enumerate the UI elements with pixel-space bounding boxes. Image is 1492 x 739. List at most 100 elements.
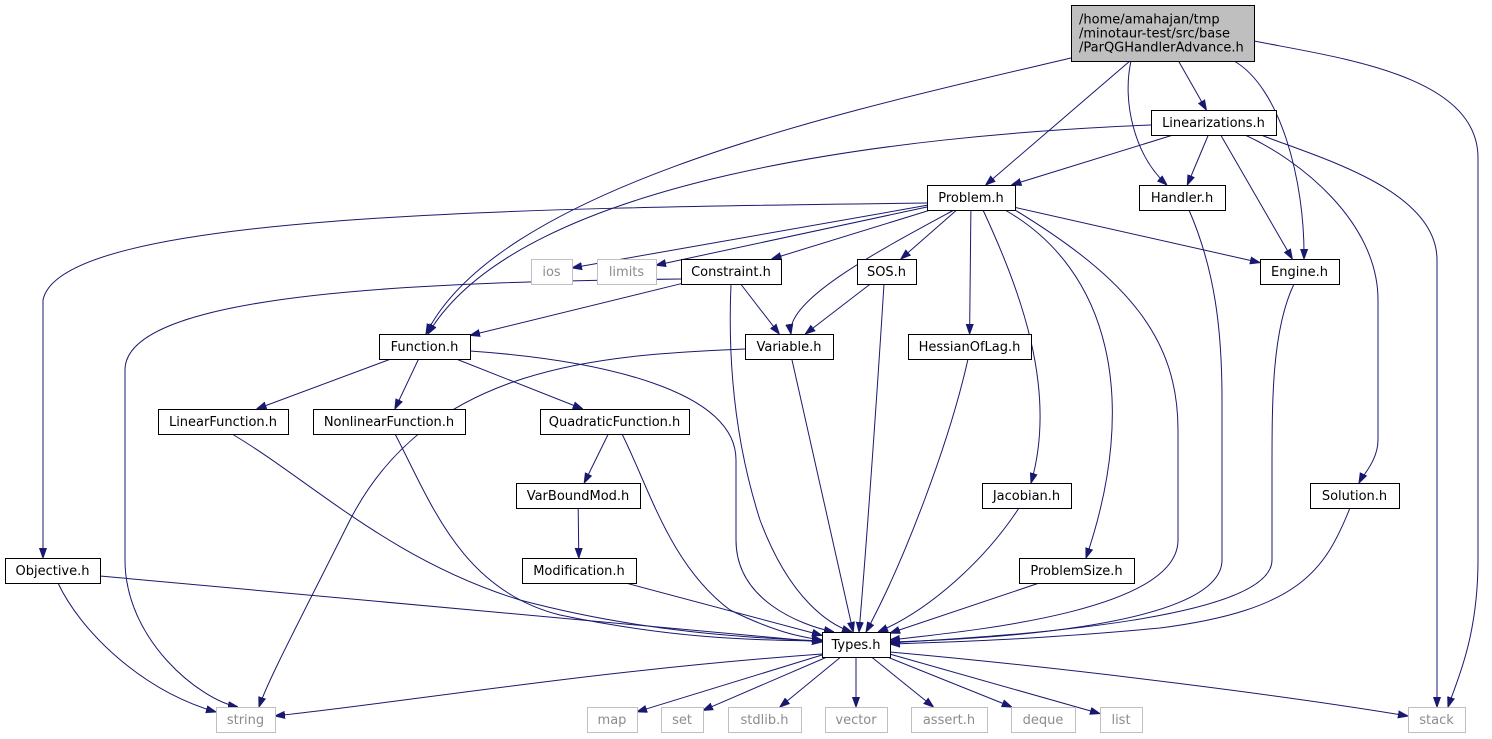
edge-function-to-types	[469, 350, 834, 632]
node-function[interactable]: Function.h	[379, 334, 471, 360]
edge-handler-to-types	[890, 209, 1223, 642]
node-box-limits	[597, 259, 657, 285]
edge-problem-to-variable	[791, 209, 955, 334]
node-label-quadraticfn: QuadraticFunction.h	[549, 415, 681, 430]
node-label-root-line-1: /minotaur-test/src/base	[1079, 27, 1230, 42]
edges-layer	[43, 40, 1479, 716]
node-label-vector: vector	[835, 713, 877, 728]
node-box-assert	[911, 707, 988, 733]
node-label-types: Types.h	[830, 638, 880, 653]
edge-linearizations-to-handler	[1187, 134, 1209, 185]
node-modification[interactable]: Modification.h	[522, 558, 637, 584]
node-jacobian[interactable]: Jacobian.h	[982, 483, 1072, 509]
edge-function-to-quadraticfn	[456, 358, 583, 409]
node-box-modification	[522, 558, 637, 584]
node-stdlib: stdlib.h	[728, 707, 802, 733]
edge-root-to-problem	[986, 60, 1131, 185]
node-linearfn[interactable]: LinearFunction.h	[158, 409, 289, 435]
edge-root-to-handler	[1127, 60, 1167, 185]
edge-quadraticfn-to-varboundmod	[584, 433, 609, 483]
node-box-sos	[857, 259, 917, 285]
node-list: list	[1100, 707, 1143, 733]
node-box-engine	[1260, 259, 1340, 285]
node-box-deque	[1011, 707, 1076, 733]
node-engine[interactable]: Engine.h	[1260, 259, 1340, 285]
edge-problem-to-objective	[43, 202, 928, 558]
node-box-jacobian	[982, 483, 1072, 509]
node-limits: limits	[597, 259, 657, 285]
edge-linearizations-to-engine	[1220, 134, 1293, 259]
edge-function-to-nonlinearfn	[395, 358, 420, 409]
node-set: set	[661, 707, 704, 733]
node-nonlinearfn[interactable]: NonlinearFunction.h	[313, 409, 466, 435]
node-box-stdlib	[728, 707, 802, 733]
edge-types-to-deque	[887, 656, 1012, 707]
node-box-hessian	[908, 334, 1032, 360]
edge-root-to-function	[426, 57, 1072, 334]
edge-sos-to-variable	[805, 283, 871, 334]
node-label-varboundmod: VarBoundMod.h	[527, 489, 630, 504]
node-quadraticfn[interactable]: QuadraticFunction.h	[540, 409, 690, 435]
node-label-handler: Handler.h	[1151, 191, 1213, 206]
edge-root-to-linearizations	[1178, 60, 1207, 110]
edge-problem-to-hessian	[970, 209, 971, 334]
node-objective[interactable]: Objective.h	[5, 558, 101, 584]
node-string: string	[216, 707, 276, 733]
node-vector: vector	[825, 707, 888, 733]
edge-varboundmod-to-modification	[578, 507, 579, 558]
node-problemsize[interactable]: ProblemSize.h	[1019, 558, 1135, 584]
node-sos[interactable]: SOS.h	[857, 259, 917, 285]
node-box-ios	[531, 259, 573, 285]
node-variable[interactable]: Variable.h	[745, 334, 834, 360]
node-handler[interactable]: Handler.h	[1139, 185, 1226, 211]
edge-problem-to-sos	[901, 209, 958, 259]
nodes-layer: /home/amahajan/tmp/minotaur-test/src/bas…	[5, 5, 1466, 733]
node-box-solution	[1310, 483, 1400, 509]
node-box-map	[587, 707, 638, 733]
node-stack: stack	[1408, 707, 1466, 733]
node-box-objective	[5, 558, 101, 584]
edge-constraint-to-function	[470, 283, 682, 336]
node-assert: assert.h	[911, 707, 988, 733]
edge-sos-to-types	[859, 283, 885, 632]
edge-types-to-set	[703, 656, 828, 710]
node-problem[interactable]: Problem.h	[927, 185, 1016, 211]
edge-variable-to-types	[791, 358, 853, 632]
node-box-linearfn	[158, 409, 289, 435]
node-label-solution: Solution.h	[1322, 489, 1387, 504]
edge-linearizations-to-problem	[1011, 134, 1174, 185]
node-varboundmod[interactable]: VarBoundMod.h	[516, 483, 641, 509]
node-deque: deque	[1011, 707, 1076, 733]
edge-problemsize-to-types	[890, 582, 1040, 633]
node-label-limits: limits	[609, 265, 645, 280]
node-box-nonlinearfn	[313, 409, 466, 435]
edge-linearfn-to-types	[231, 433, 822, 641]
node-label-engine: Engine.h	[1271, 265, 1328, 280]
edge-root-to-stack	[1253, 40, 1479, 707]
edge-modification-to-types	[625, 582, 822, 635]
node-solution[interactable]: Solution.h	[1310, 483, 1400, 509]
node-label-list: list	[1111, 713, 1130, 728]
node-label-hessian: HessianOfLag.h	[919, 340, 1021, 355]
node-label-string: string	[227, 713, 264, 728]
node-label-constraint: Constraint.h	[691, 265, 771, 280]
edge-variable-to-string	[259, 348, 746, 707]
node-types[interactable]: Types.h	[822, 632, 891, 658]
node-hessian[interactable]: HessianOfLag.h	[908, 334, 1032, 360]
edge-types-to-stack	[889, 651, 1408, 716]
node-linearizations[interactable]: Linearizations.h	[1151, 110, 1277, 136]
node-box-stack	[1408, 707, 1466, 733]
node-constraint[interactable]: Constraint.h	[681, 259, 782, 285]
edge-problem-to-limits	[656, 206, 928, 265]
node-box-constraint	[681, 259, 782, 285]
edge-linearizations-to-solution	[1244, 134, 1379, 483]
edge-objective-to-string	[57, 582, 216, 712]
edge-constraint-to-types	[729, 283, 852, 632]
node-root[interactable]: /home/amahajan/tmp/minotaur-test/src/bas…	[1071, 5, 1255, 62]
node-box-problem	[927, 185, 1016, 211]
node-label-linearizations: Linearizations.h	[1162, 116, 1265, 131]
edge-root-to-engine	[1233, 60, 1304, 259]
edge-problem-to-problemsize	[1004, 209, 1113, 558]
node-box-vector	[825, 707, 888, 733]
